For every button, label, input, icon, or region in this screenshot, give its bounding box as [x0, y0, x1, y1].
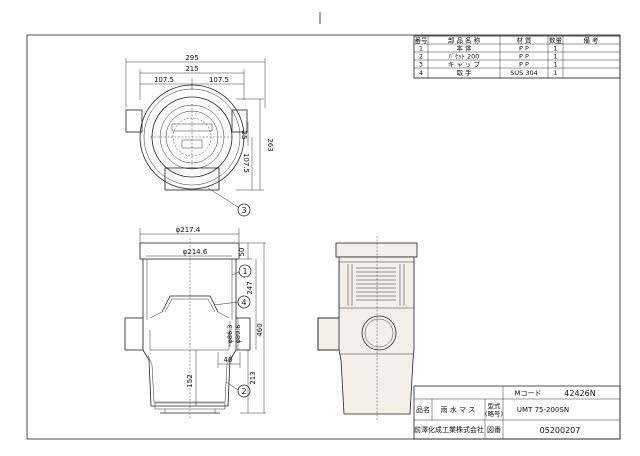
model-value: UMT 75-200SN	[517, 406, 569, 414]
parts-header-qty: 数量	[549, 36, 563, 45]
parts-row-material: P P	[519, 61, 529, 69]
parts-row-material: SUS 304	[510, 69, 537, 77]
dim-107-5-vertical: 107.5	[242, 153, 250, 173]
parts-row-name: ﾊﾞｹｯﾄ 200	[449, 53, 480, 61]
parts-header-no: 番号	[415, 37, 429, 45]
balloon-1: 1	[242, 267, 247, 276]
dim-phi-86-3: φ86.3	[226, 325, 234, 344]
dim-25: 25	[240, 131, 248, 140]
parts-header-material: 材 質	[516, 36, 532, 45]
parts-header-name: 部 品 名 称	[448, 36, 481, 45]
parts-row-qty: 1	[553, 69, 557, 77]
drawing-frame	[26, 34, 621, 440]
drawing-value: 05200207	[540, 426, 581, 435]
front-section-view: φ217.4 φ214.6 152	[124, 226, 266, 418]
parts-row-name: 取 手	[456, 68, 472, 77]
dim-460: 460	[256, 323, 264, 336]
parts-row-material: P P	[519, 53, 529, 61]
dim-phi-89-6: φ89.6	[234, 325, 242, 344]
dim-213: 213	[249, 371, 257, 384]
parts-row-no: 3	[419, 61, 423, 69]
mcode-label: Mコード	[514, 390, 541, 398]
balloon-2: 2	[241, 387, 246, 396]
parts-row-no: 1	[419, 45, 423, 53]
top-view: 295 215 107.5 107.5 263 25 107.5 3	[125, 54, 274, 217]
mcode-value: 42426N	[564, 389, 595, 398]
dim-263: 263	[266, 138, 274, 151]
parts-row-no: 2	[419, 53, 423, 61]
parts-header-remarks: 備 考	[583, 36, 599, 45]
balloon-3: 3	[241, 206, 246, 215]
model-label-1: 型式	[488, 401, 502, 410]
parts-row-qty: 1	[553, 61, 557, 69]
dim-phi-217-4: φ217.4	[176, 226, 201, 234]
name-value: 雨 水 マ ス	[441, 405, 476, 414]
drawing-label: 図番	[487, 426, 501, 434]
parts-row-qty: 1	[553, 53, 557, 61]
dim-107-5-right: 107.5	[209, 76, 229, 84]
balloon-4: 4	[241, 298, 246, 307]
side-external-view	[317, 236, 418, 420]
parts-row-material: P P	[519, 45, 529, 53]
parts-row-qty: 1	[553, 45, 557, 53]
dim-phi-214-6: φ214.6	[183, 248, 208, 256]
dim-50: 50	[238, 248, 246, 257]
dim-107-5-left: 107.5	[154, 76, 174, 84]
title-block: Mコード 42426N 品名 雨 水 マ ス 型式 (略号) UMT 75-20…	[413, 385, 621, 440]
parts-row-name: キ ャ ッ プ	[448, 61, 481, 69]
name-label: 品名	[416, 405, 430, 414]
parts-table: 番号 部 品 名 称 材 質 数量 備 考 1 本 体 P P 1 2 ﾊﾞｹｯ…	[413, 36, 621, 79]
dim-215: 215	[185, 65, 198, 73]
parts-row-name: 本 体	[456, 44, 472, 53]
dim-40: 40	[224, 356, 233, 364]
dim-152: 152	[186, 374, 194, 387]
dim-295: 295	[185, 54, 198, 62]
dim-247: 247	[246, 281, 254, 294]
parts-row-no: 4	[419, 69, 423, 77]
company-name: 前澤化成工業株式会社	[414, 425, 484, 434]
model-label-2: (略号)	[485, 409, 503, 418]
